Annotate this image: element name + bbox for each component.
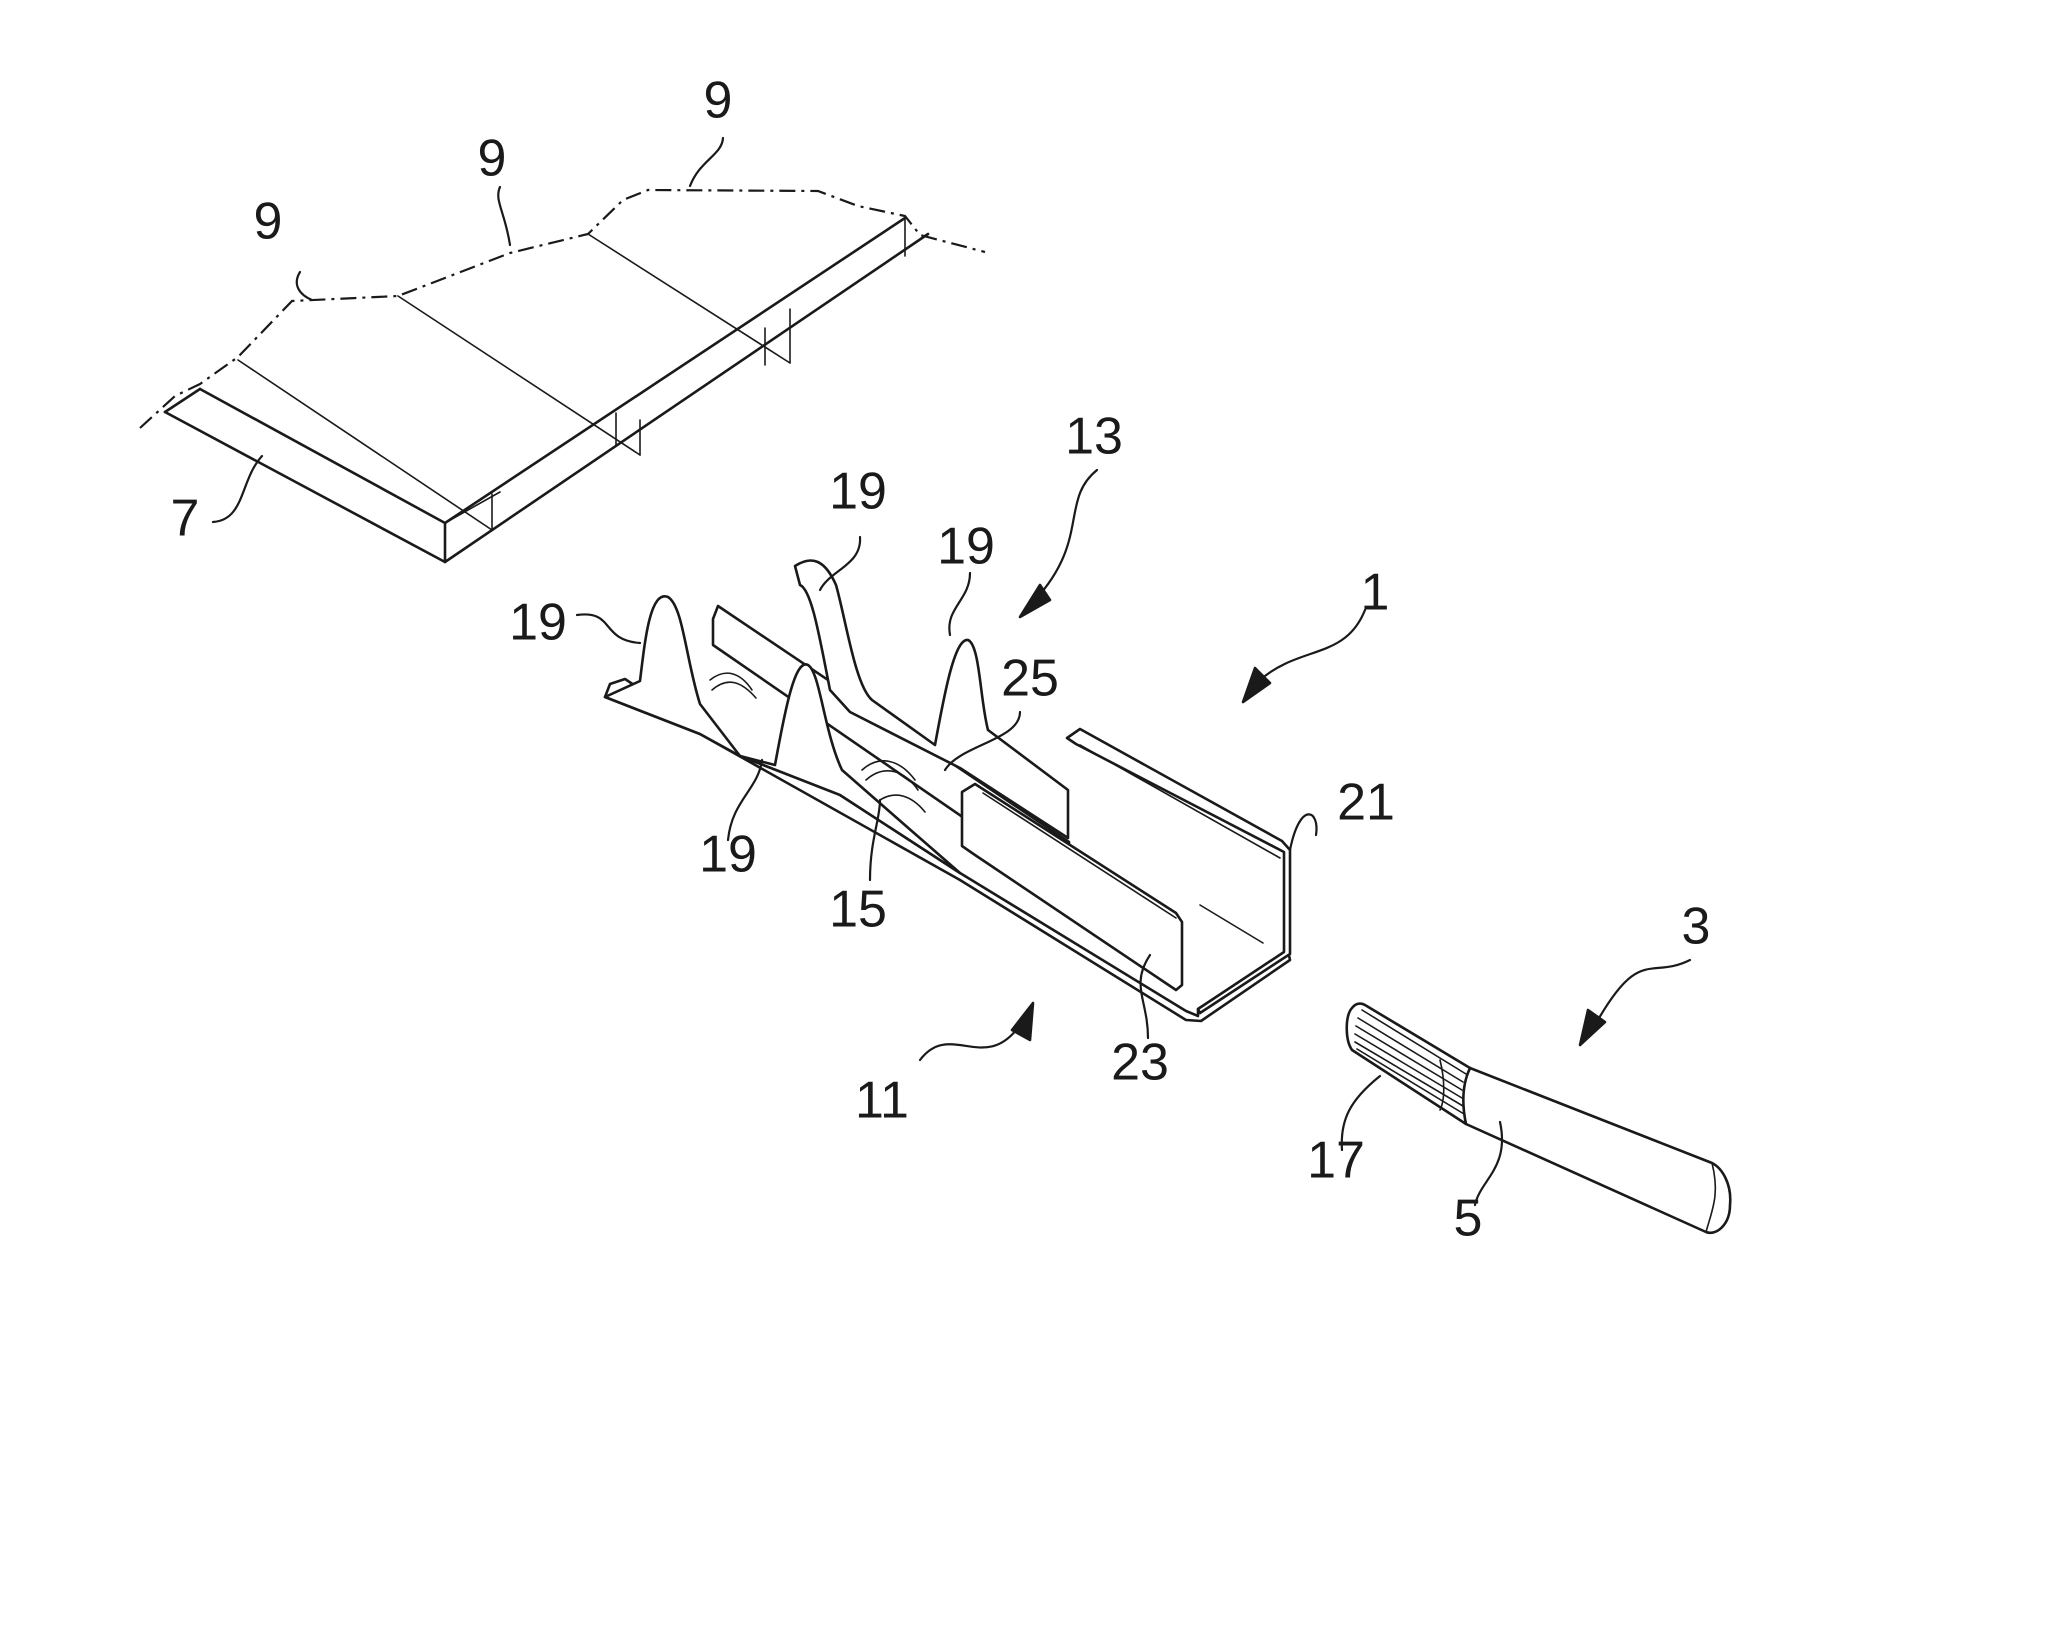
- electric-wire: [1347, 1004, 1731, 1233]
- ref-21: 21: [1337, 774, 1395, 832]
- crimp-terminal: [605, 560, 1290, 1021]
- ref-17: 17: [1307, 1132, 1365, 1190]
- ref-19-right: 19: [937, 518, 995, 576]
- ref-7: 7: [171, 490, 200, 548]
- ref-19-left: 19: [509, 594, 567, 652]
- ref-15: 15: [829, 881, 887, 939]
- ref-25: 25: [1001, 650, 1059, 708]
- ref-9-left: 9: [254, 193, 283, 251]
- ref-11: 11: [855, 1072, 909, 1130]
- ref-9-middle: 9: [478, 130, 507, 188]
- ref-3: 3: [1682, 898, 1711, 956]
- ref-1: 1: [1361, 564, 1390, 622]
- ref-5: 5: [1454, 1190, 1483, 1248]
- ref-19-bottom: 19: [699, 826, 757, 884]
- ref-19-top: 19: [829, 463, 887, 521]
- ref-13: 13: [1065, 408, 1123, 466]
- ref-23: 23: [1111, 1034, 1169, 1092]
- ref-9-right: 9: [704, 72, 733, 130]
